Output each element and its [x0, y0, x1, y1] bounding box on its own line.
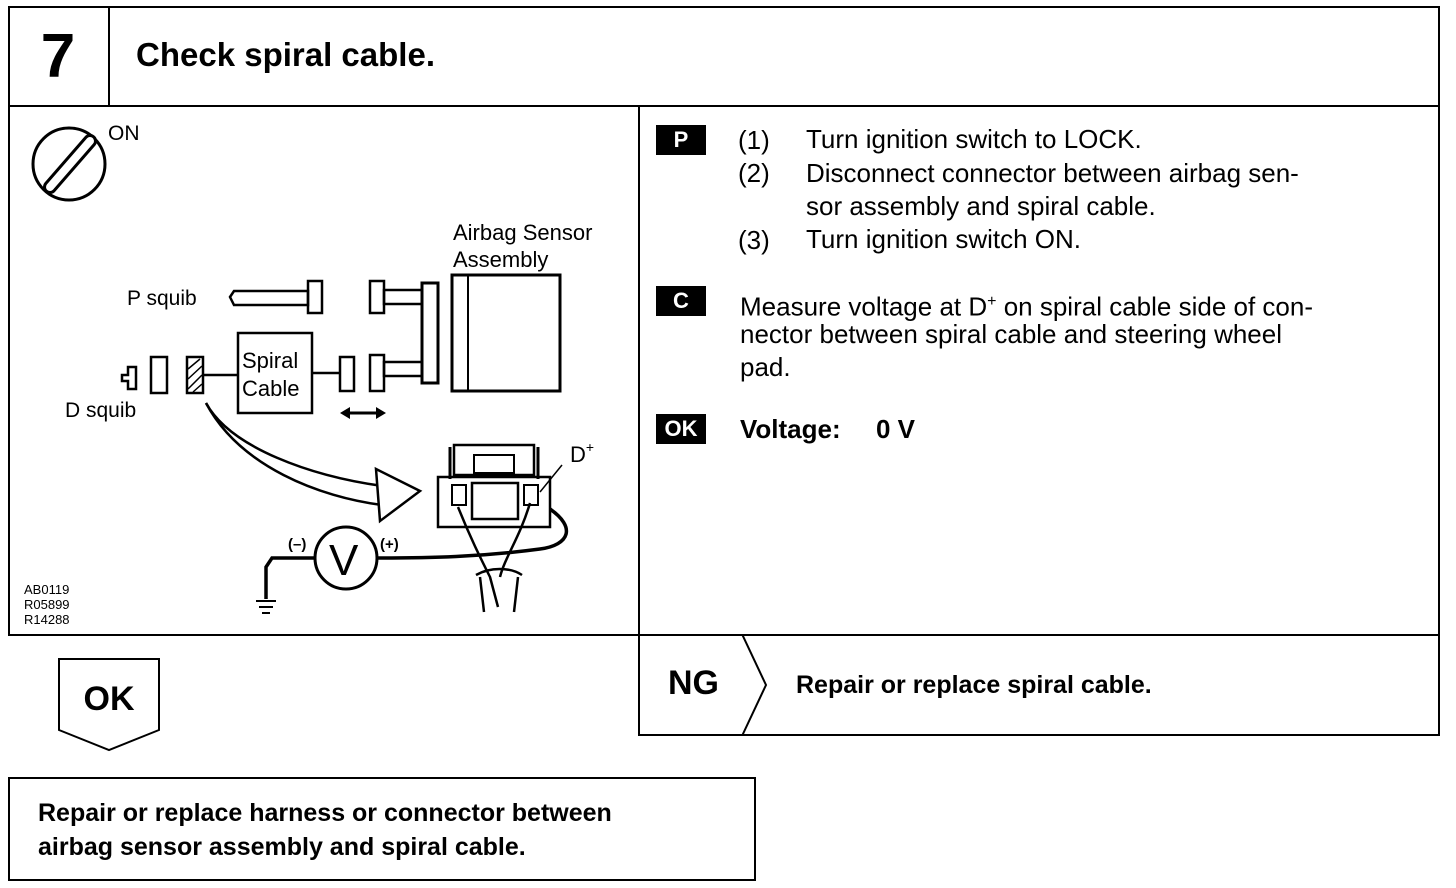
prep-step-text-cont: sor assembly and spiral cable. [806, 191, 1156, 221]
prep-step-number: (1) [738, 125, 770, 155]
ng-result-box [638, 634, 1440, 736]
ng-chevron [741, 634, 768, 736]
ng-label: NG [668, 664, 719, 702]
voltmeter-symbol: V [329, 536, 359, 585]
spiral-cable-box [236, 331, 314, 415]
step-number: 7 [40, 22, 76, 91]
check-text-cont: nector between spiral cable and steering… [740, 319, 1283, 349]
figure-code: R14288 [24, 612, 70, 627]
airbag-sensor-box [450, 273, 562, 393]
step-title: Check spiral cable. [136, 36, 435, 73]
ignition-on-label: ON [108, 122, 140, 145]
check-badge: C [656, 286, 706, 316]
spiral-cable-label-2: Cable [242, 376, 299, 401]
header-divider [108, 6, 110, 107]
d-squib-label: D squib [65, 399, 136, 422]
figure-code: R05899 [24, 597, 70, 612]
wiring-illustration: ON Airbag Sensor Assembly P squib D squi… [10, 107, 638, 634]
prep-step-text: Turn ignition switch ON. [806, 224, 1082, 254]
figure-code: AB0119 [24, 582, 69, 597]
prep-step-number: (3) [738, 225, 770, 255]
airbag-sensor-label-2: Assembly [453, 247, 548, 272]
disconnect-arrow-icon [340, 407, 386, 419]
check-text-cont: pad. [740, 352, 791, 382]
d-plus-label: D+ [570, 439, 594, 467]
ok-action-text: Repair or replace harness or connector b… [38, 796, 612, 864]
p-squib-label: P squib [127, 287, 197, 310]
meter-plus-label: (+) [380, 536, 399, 553]
airbag-sensor-label: Airbag Sensor [453, 220, 592, 245]
ground-icon [256, 600, 276, 614]
prep-step-text: Disconnect connector between airbag sen- [806, 158, 1299, 188]
ok-action-line: Repair or replace harness or connector b… [38, 799, 612, 827]
ok-spec-badge: OK [656, 414, 706, 444]
ok-arrow-shape [58, 658, 160, 752]
main-divider [638, 105, 640, 636]
spiral-cable-label: Spiral [242, 348, 298, 373]
ignition-key-icon [31, 126, 107, 202]
prep-badge: P [656, 125, 706, 155]
prep-step-number: (2) [738, 158, 770, 188]
prep-step-text: Turn ignition switch to LOCK. [806, 124, 1142, 154]
check-text: Measure voltage at D+ on spiral cable si… [740, 291, 1313, 322]
ng-action-text: Repair or replace spiral cable. [796, 671, 1152, 699]
ok-action-box [8, 777, 756, 881]
spec-label: Voltage: [740, 414, 841, 444]
ok-action-line: airbag sensor assembly and spiral cable. [38, 833, 526, 861]
connector-illustration [436, 443, 563, 529]
ok-label: OK [83, 680, 135, 718]
meter-minus-label: (–) [288, 536, 306, 553]
spec-value: 0 V [876, 414, 916, 444]
